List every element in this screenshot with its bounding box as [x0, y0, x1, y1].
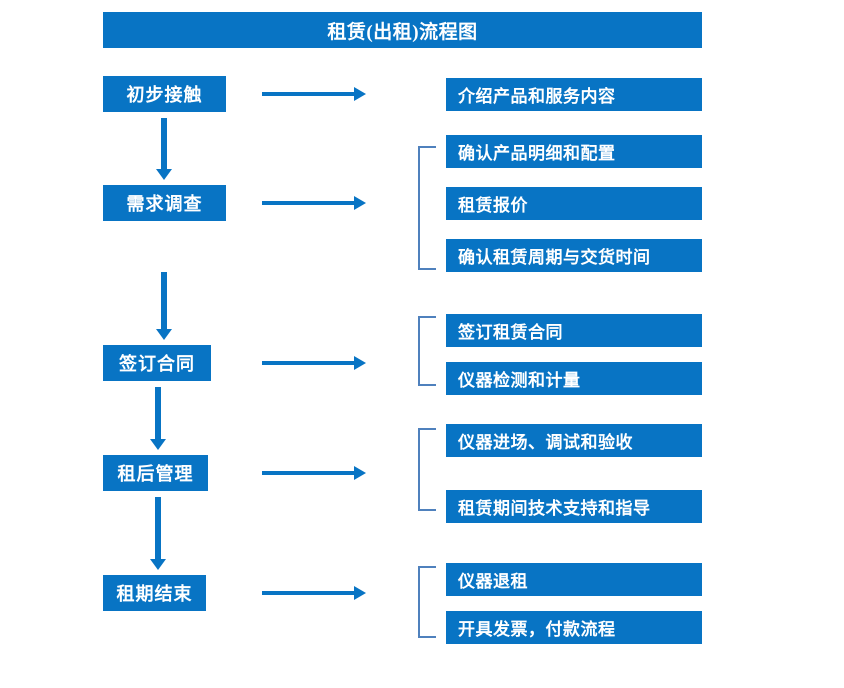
down-arrow-2: [156, 272, 172, 340]
detail-box-10[interactable]: 开具发票，付款流程: [446, 611, 702, 644]
detail-box-1[interactable]: 介绍产品和服务内容: [446, 78, 702, 111]
down-arrow-4: [150, 497, 166, 570]
detail-box-9-label: 仪器退租: [458, 572, 528, 591]
group-bracket-management: [418, 428, 436, 511]
right-arrow-2: [262, 195, 366, 211]
stage-box-2-label: 需求调查: [126, 194, 203, 214]
detail-box-6-label: 仪器检测和计量: [458, 371, 581, 390]
right-arrow-1: [262, 86, 366, 102]
diagram-title: 租赁(出租)流程图: [327, 21, 478, 43]
stage-box-4[interactable]: 租后管理: [103, 455, 208, 491]
detail-box-9[interactable]: 仪器退租: [446, 563, 702, 596]
right-arrow-3: [262, 355, 366, 371]
detail-box-2[interactable]: 确认产品明细和配置: [446, 135, 702, 168]
detail-box-5[interactable]: 签订租赁合同: [446, 314, 702, 347]
stage-box-2[interactable]: 需求调查: [103, 185, 226, 221]
detail-box-3-label: 租赁报价: [458, 196, 528, 215]
detail-box-2-label: 确认产品明细和配置: [458, 144, 616, 163]
right-arrow-5: [262, 585, 366, 601]
stage-box-1-label: 初步接触: [126, 85, 203, 105]
detail-box-8-label: 租赁期间技术支持和指导: [458, 499, 651, 518]
down-arrow-3: [150, 387, 166, 450]
detail-box-7[interactable]: 仪器进场、调试和验收: [446, 424, 702, 457]
stage-box-3[interactable]: 签订合同: [103, 345, 211, 381]
detail-box-8[interactable]: 租赁期间技术支持和指导: [446, 490, 702, 523]
detail-box-7-label: 仪器进场、调试和验收: [458, 433, 633, 452]
group-bracket-termination: [418, 566, 436, 638]
detail-box-3[interactable]: 租赁报价: [446, 187, 702, 220]
detail-box-4[interactable]: 确认租赁周期与交货时间: [446, 239, 702, 272]
stage-box-3-label: 签订合同: [119, 354, 195, 374]
down-arrow-1: [156, 118, 172, 180]
detail-box-5-label: 签订租赁合同: [458, 323, 563, 342]
group-bracket-contract: [418, 316, 436, 386]
diagram-title-banner: 租赁(出租)流程图: [103, 12, 702, 48]
stage-box-1[interactable]: 初步接触: [103, 76, 226, 112]
stage-box-5[interactable]: 租期结束: [103, 575, 206, 611]
detail-box-6[interactable]: 仪器检测和计量: [446, 362, 702, 395]
stage-box-4-label: 租后管理: [117, 464, 194, 484]
group-bracket-demand: [418, 146, 436, 270]
stage-box-5-label: 租期结束: [116, 584, 193, 604]
detail-box-10-label: 开具发票，付款流程: [458, 620, 616, 639]
detail-box-1-label: 介绍产品和服务内容: [458, 87, 616, 106]
detail-box-4-label: 确认租赁周期与交货时间: [458, 248, 651, 267]
right-arrow-4: [262, 465, 366, 481]
